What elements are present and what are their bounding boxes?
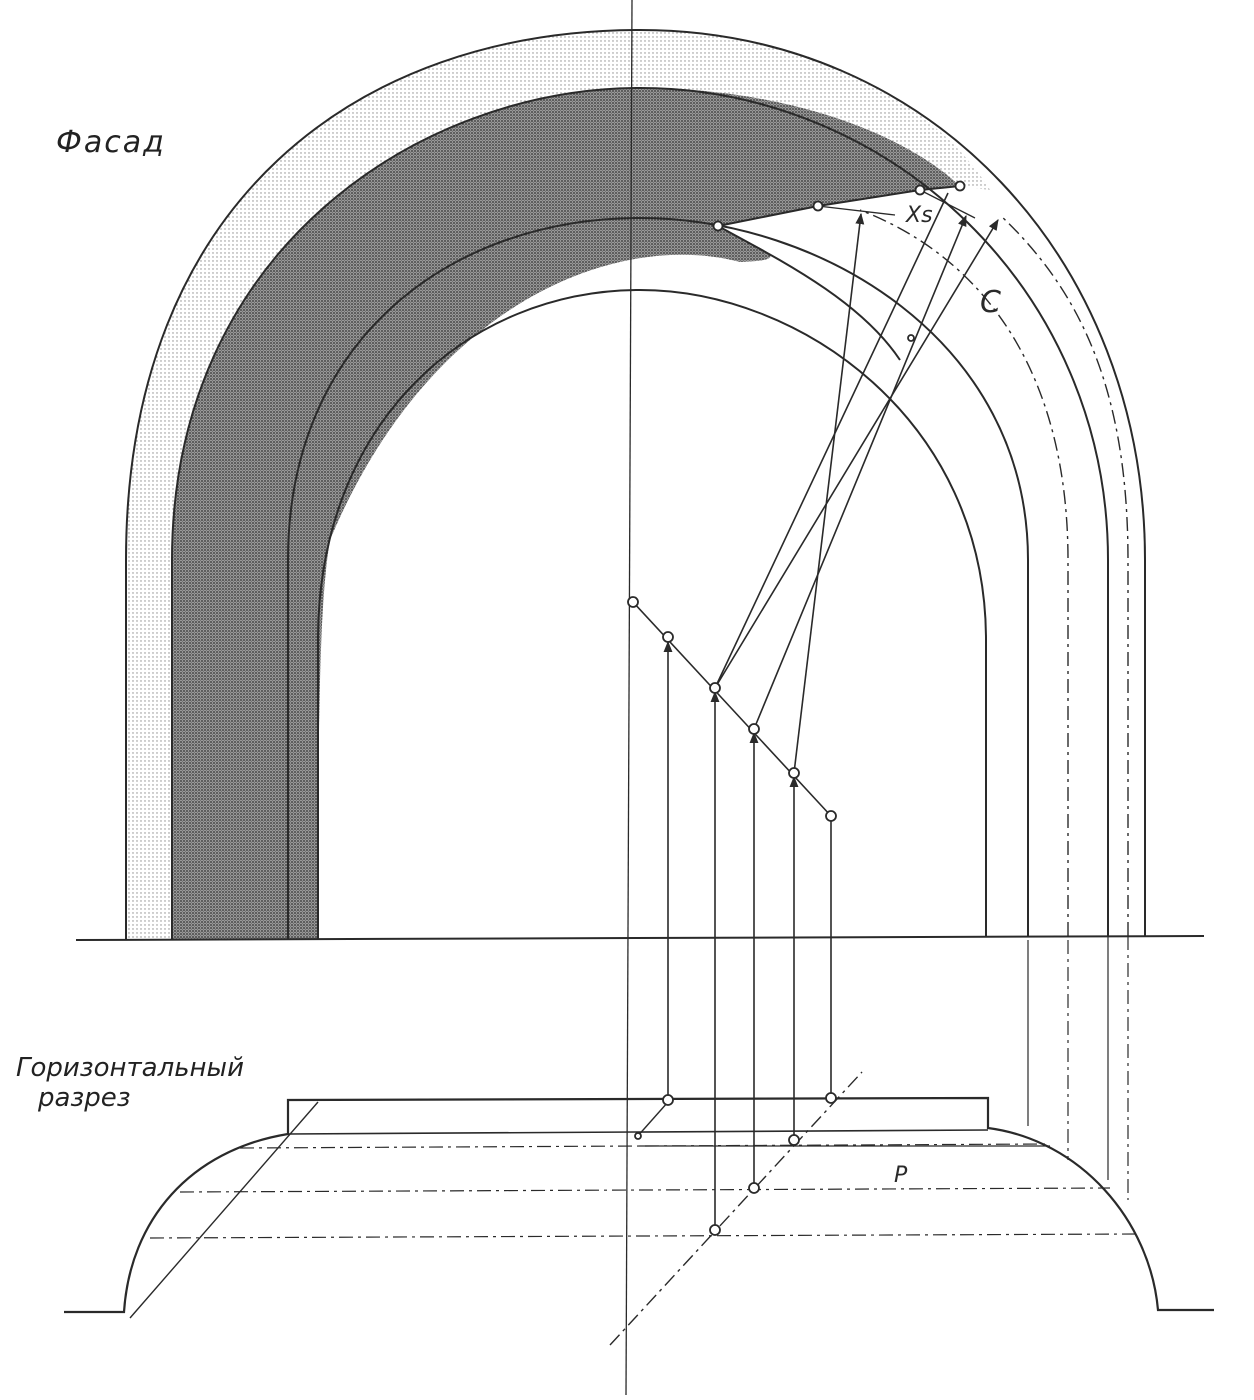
shadow-boundary-line: [717, 185, 961, 227]
arch-contour-2: [171, 86, 1109, 940]
horizontal-section-label: Горизонтальный разрез: [16, 1053, 276, 1114]
plan-view: [64, 1071, 1214, 1346]
construction-points: [627, 180, 1129, 1230]
dashdot-arc-2: [999, 214, 1129, 936]
plan-line-134: [287, 1129, 989, 1135]
horizontal-section-label-line1: Горизонтальный: [16, 1053, 244, 1083]
xs-leader: [817, 189, 976, 219]
label-xs: Xs: [905, 203, 933, 228]
plan-dashdot-2: [179, 1187, 1111, 1193]
horizontal-section-label-line2: разрез: [38, 1082, 131, 1113]
plan-outline: [64, 1096, 1214, 1314]
dashdot-arc-1: [859, 209, 1069, 936]
arch-shadow-dark: [172, 88, 960, 940]
shadow-edge-curve: [717, 225, 901, 361]
arch-inner-contour: [317, 288, 987, 940]
arch-outer-contour: [125, 28, 1146, 940]
label-p: P: [894, 1163, 908, 1188]
plan-dashdot-3: [149, 1233, 1139, 1239]
plan-diagonal-left: [129, 1101, 319, 1319]
symmetry-axis: [625, 0, 633, 1396]
plan-diagonal-short: [635, 1101, 669, 1139]
plan-diagonal-right: [609, 1071, 863, 1346]
facade-ground-line: [75, 935, 1205, 941]
facade-view: [75, 28, 1205, 941]
label-c: C: [980, 285, 1001, 320]
facade-label: Фасад: [56, 125, 166, 160]
arch-contour-3: [287, 216, 1029, 940]
archivolt-outer-band: [126, 30, 990, 940]
